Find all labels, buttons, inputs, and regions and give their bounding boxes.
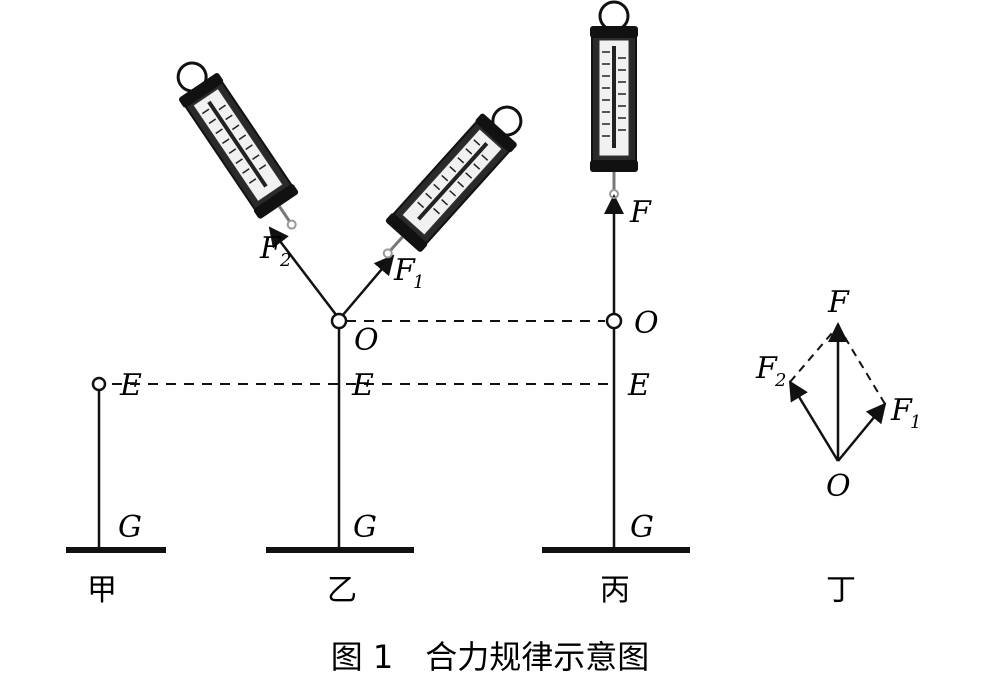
label-g-jia: G <box>118 510 142 545</box>
label-f2-ding: F <box>755 351 778 386</box>
label-e-yi: E <box>351 368 374 403</box>
panel-name-yi: 乙 <box>327 573 357 608</box>
panel-name-ding: 丁 <box>826 573 856 608</box>
panel-yi: O E G F 2 F 1 乙 <box>162 49 537 608</box>
spring-scale-icon <box>365 92 537 275</box>
panel-bing: F O E G 丙 <box>542 0 690 608</box>
label-e-bing: E <box>627 368 650 403</box>
knot-o-bing <box>605 312 623 330</box>
panel-jia: E G 甲 <box>66 368 166 608</box>
label-f-ding: F <box>827 285 850 320</box>
label-f1-sub-yi: 1 <box>413 272 424 293</box>
force-arrow-f2-yi <box>268 226 338 317</box>
force-arrow-f1-yi <box>341 254 395 317</box>
panel-name-bing: 丙 <box>600 573 630 608</box>
label-f1-ding: F <box>890 393 913 428</box>
panel-name-jia: 甲 <box>87 573 117 608</box>
label-g-yi: G <box>353 510 377 545</box>
label-f2-sub-yi: 2 <box>279 250 291 271</box>
vector-f1-ding <box>837 402 887 462</box>
label-f2-yi: F <box>259 231 282 266</box>
dashed-side-left-ding <box>789 325 839 383</box>
dashed-side-right-ding <box>837 325 886 405</box>
panel-ding: O F F 2 F 1 丁 <box>755 285 921 608</box>
label-f2-sub-ding: 2 <box>774 370 786 391</box>
label-o-ding: O <box>826 469 851 504</box>
spring-scale-icon <box>588 0 640 200</box>
vector-f2-ding <box>788 380 840 462</box>
label-g-bing: G <box>630 510 654 545</box>
spring-scale-icon <box>162 49 316 244</box>
label-f-bing: F <box>629 195 652 230</box>
label-f1-sub-ding: 1 <box>910 412 921 433</box>
point-e-jia <box>91 376 107 392</box>
figure-caption: 图 1 合力规律示意图 <box>331 638 650 676</box>
label-o-yi: O <box>354 323 379 358</box>
label-o-bing: O <box>634 306 659 341</box>
knot-o-yi <box>330 312 348 330</box>
label-e-jia: E <box>119 368 142 403</box>
label-f1-yi: F <box>393 253 416 288</box>
